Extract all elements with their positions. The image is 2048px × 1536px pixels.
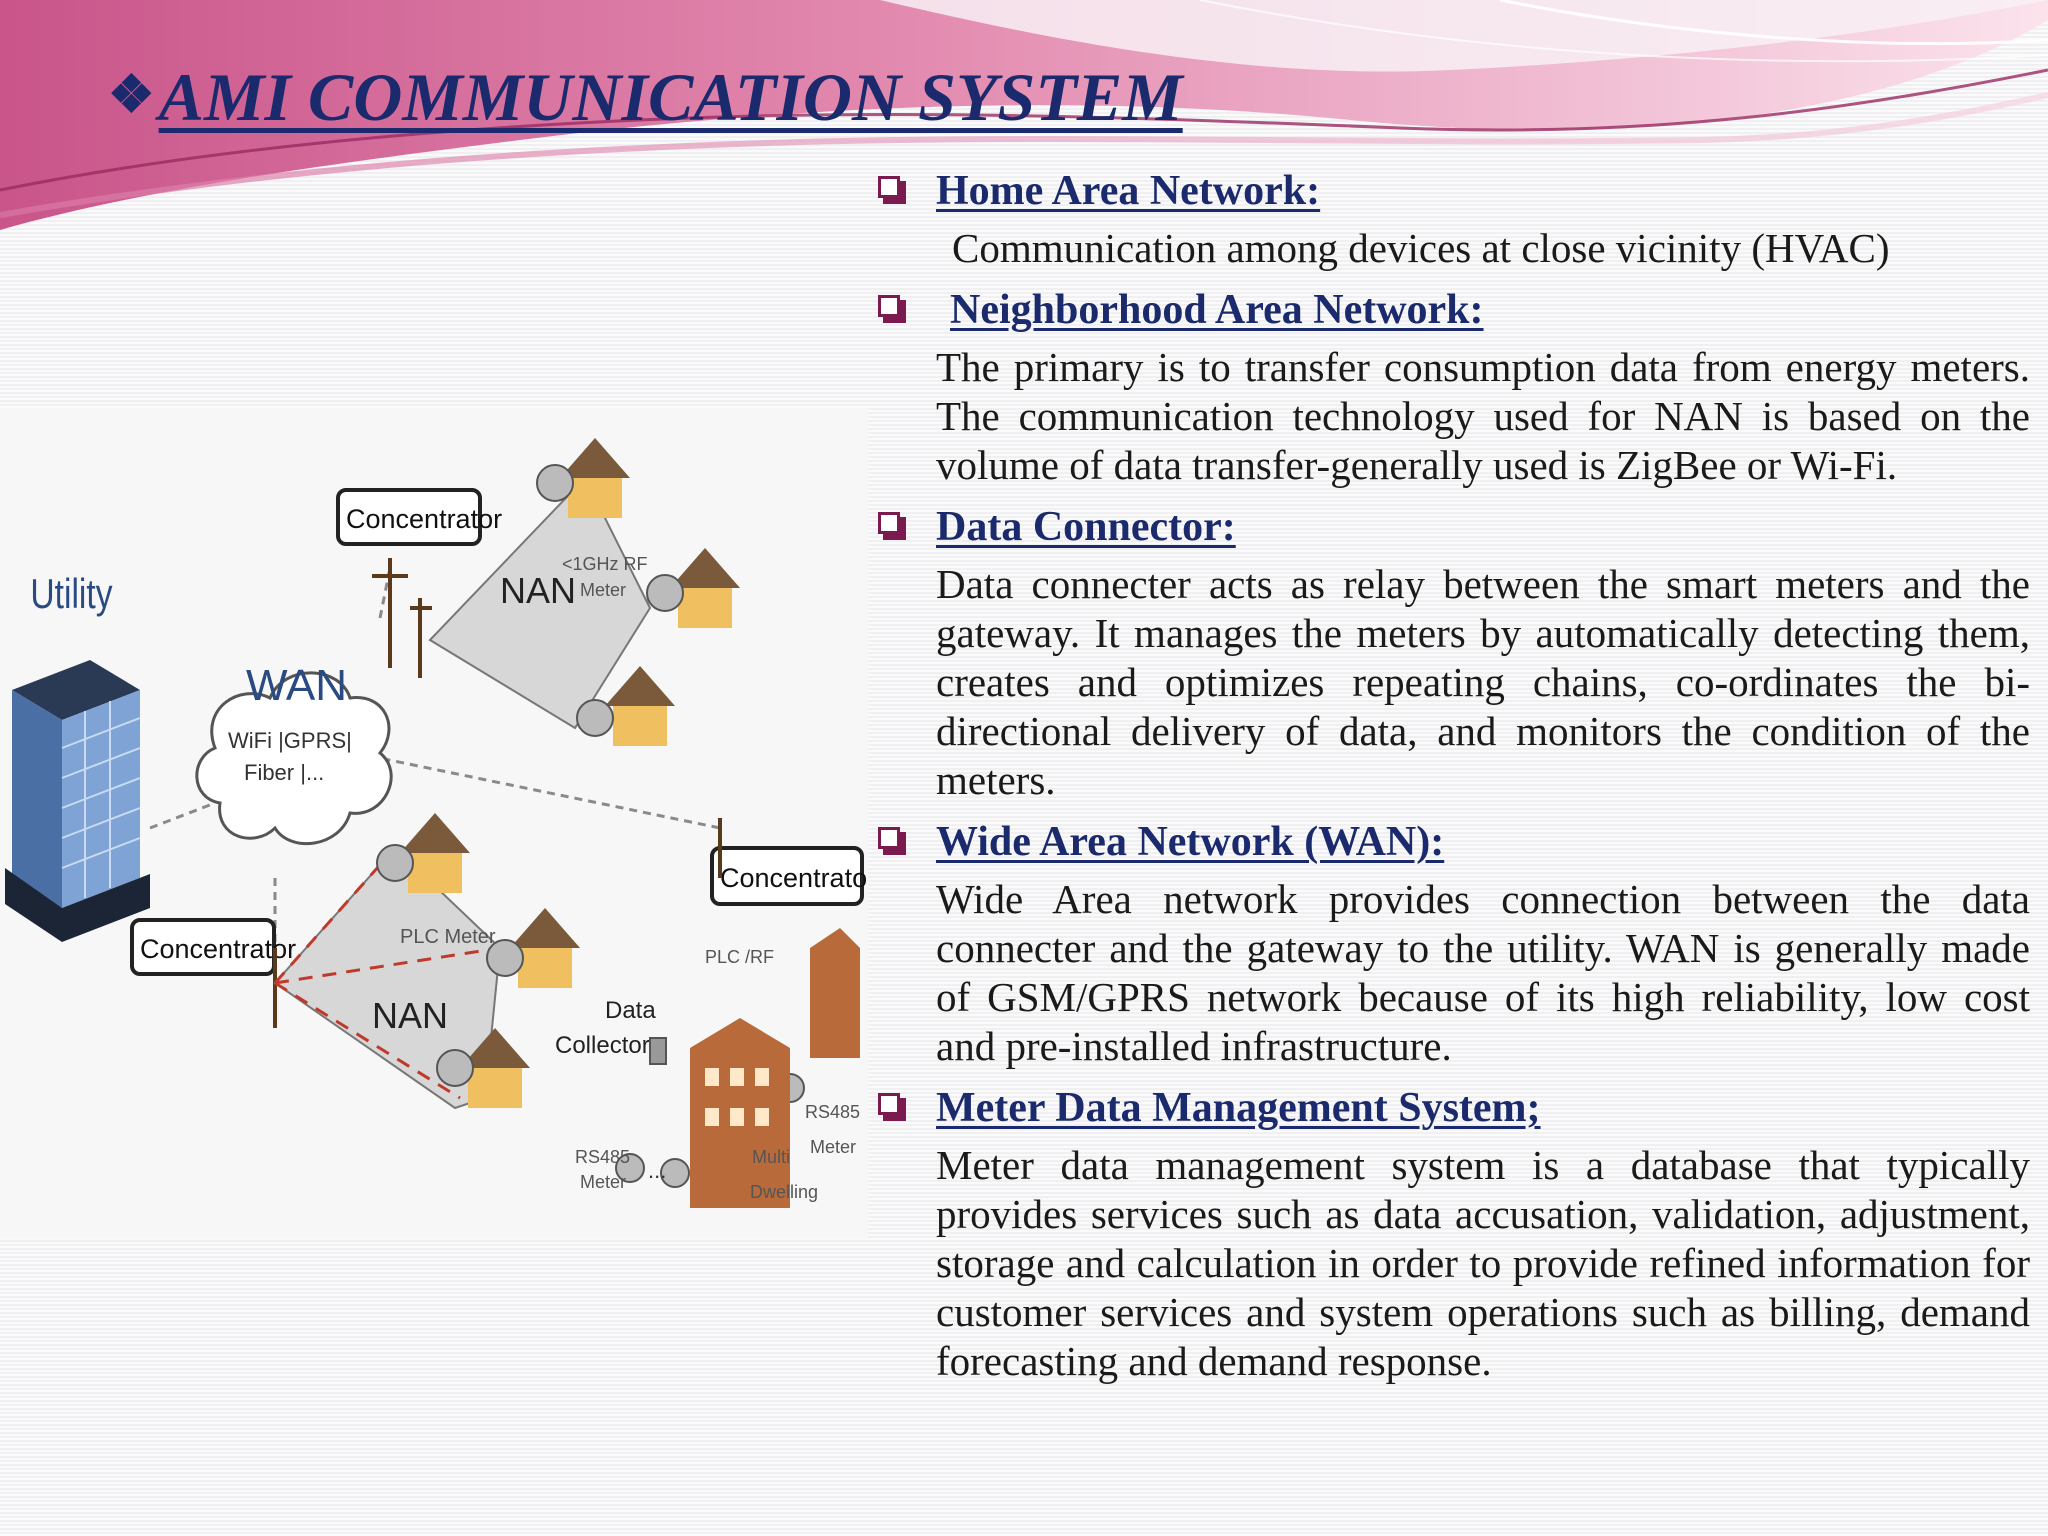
multi-dwelling-building-icon: [690, 928, 860, 1208]
rs485-meter-a-label-2: Meter: [580, 1172, 626, 1192]
multi-dwelling-label-2: Dwelling: [750, 1182, 818, 1202]
wan-label: WAN: [246, 661, 347, 710]
utility-pole-icon: [273, 558, 722, 1028]
section-meter-data-management: Meter Data Management System; Meter data…: [872, 1077, 2030, 1386]
section-body: Meter data management system is a databa…: [936, 1142, 2030, 1384]
section-home-area-network: Home Area Network: Communication among d…: [872, 160, 2030, 273]
rf-meter-label-1: <1GHz RF: [562, 554, 648, 574]
checkbox-bullet-icon: [878, 295, 908, 325]
concentrator-top-label: Concentrator: [346, 504, 502, 534]
wan-cloud-icon: [195, 671, 393, 845]
section-body: Communication among devices at close vic…: [952, 225, 1890, 271]
slide-title-text: AMI COMMUNICATION SYSTEM: [158, 59, 1183, 135]
house-icons: [400, 438, 740, 1108]
rs485-meter-b-label-1: RS485: [805, 1102, 860, 1122]
wan-sub-label-2: Fiber |...: [244, 760, 324, 785]
section-heading: Home Area Network:: [936, 168, 1321, 214]
data-collectors-label-1: Data: [605, 997, 656, 1024]
plc-rf-label: PLC /RF: [705, 947, 774, 967]
data-collectors-label-2: Collectors: [555, 1032, 662, 1059]
concentrator-top-box: Concentrator: [336, 488, 502, 546]
rs485-meter-b-label-2: Meter: [810, 1137, 856, 1157]
data-collector-device-icon: [649, 1037, 667, 1065]
section-body: Data connecter acts as relay between the…: [936, 561, 2030, 803]
bullet-list: Home Area Network: Communication among d…: [872, 160, 2030, 1392]
multi-dwelling-label-1: Multi: [752, 1147, 790, 1167]
rs485-meter-a-label-1: RS485: [575, 1147, 630, 1167]
section-wide-area-network: Wide Area Network (WAN): Wide Area netwo…: [872, 811, 2030, 1071]
checkbox-bullet-icon: [878, 512, 908, 542]
slide-title: ❖AMI COMMUNICATION SYSTEM: [108, 58, 1183, 137]
rf-meter-label-2: Meter: [580, 580, 626, 600]
section-heading: Wide Area Network (WAN):: [936, 819, 1445, 865]
section-body: Wide Area network provides connection be…: [936, 876, 2030, 1069]
section-neighborhood-area-network: Neighborhood Area Network: The primary i…: [872, 279, 2030, 490]
concentrator-right-box: Concentrator: [710, 846, 868, 906]
concentrator-left-label: Concentrator: [140, 934, 296, 964]
wan-sub-label-1: WiFi |GPRS|: [228, 728, 352, 753]
section-data-connector: Data Connector: Data connecter acts as r…: [872, 496, 2030, 805]
nan-bottom-area: [273, 846, 502, 1110]
concentrator-left-box: Concentrator: [130, 918, 296, 976]
utility-label: Utility: [30, 572, 112, 618]
nan-bottom-label: NAN: [372, 995, 448, 1036]
section-heading: Neighborhood Area Network:: [950, 287, 1484, 333]
section-heading: Data Connector:: [936, 504, 1236, 550]
checkbox-bullet-icon: [878, 1093, 908, 1123]
diamond-bullet-icon: ❖: [108, 67, 155, 124]
nan-top-label: NAN: [500, 570, 576, 611]
ami-network-diagram: Utility WAN WiFi |GPRS| Fiber |... Conce…: [0, 408, 868, 1238]
nan-top-area: [428, 476, 652, 730]
concentrator-right-label: Concentrator: [720, 863, 868, 893]
checkbox-bullet-icon: [878, 176, 908, 206]
checkbox-bullet-icon: [878, 827, 908, 857]
section-body: The primary is to transfer consumption d…: [936, 344, 2030, 488]
plc-meter-label: PLC Meter: [400, 926, 496, 948]
section-heading: Meter Data Management System;: [936, 1085, 1541, 1131]
utility-building-icon: [5, 660, 150, 942]
header-wave-banner: [0, 0, 2048, 230]
ellipsis-label: ...: [648, 1158, 666, 1183]
